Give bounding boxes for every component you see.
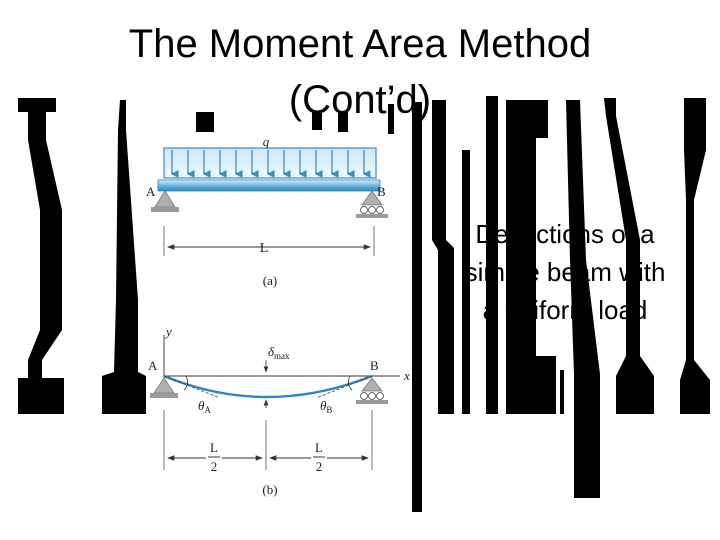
slope-line-b	[315, 375, 373, 399]
caption-line-3: a uniform load	[482, 295, 648, 325]
deflection-curve	[163, 374, 373, 399]
distributed-load-band	[163, 147, 377, 179]
load-label: q	[263, 134, 270, 149]
support-label-a: A	[146, 184, 156, 199]
part-label-a: (a)	[263, 273, 277, 288]
half-span-right-numerator: L	[315, 440, 323, 455]
pin-support-a-b	[153, 377, 175, 394]
theta-b-subscript: B	[326, 405, 332, 415]
roller-support-b-b	[361, 377, 383, 392]
delta-max-label: δmax	[268, 344, 290, 361]
caption-line-1: Deflections of a	[475, 219, 655, 249]
half-span-left-numerator: L	[210, 440, 218, 455]
delta-symbol: δ	[268, 344, 275, 359]
slide-title-line-2: (Cont’d)	[288, 78, 432, 122]
support-label-b-b: B	[370, 358, 379, 373]
figure-b: y x A B δmax	[148, 324, 410, 497]
roller-wheels	[360, 206, 384, 214]
delta-subscript: max	[274, 351, 290, 361]
beam-a	[157, 179, 381, 192]
span-label: L	[260, 241, 269, 256]
load-arrows	[170, 150, 371, 178]
theta-a-subscript: A	[204, 405, 211, 415]
support-label-b: B	[377, 184, 386, 199]
roller-support-b	[361, 190, 383, 206]
figure-a: q A B L (a)	[146, 134, 388, 288]
part-label-b: (b)	[262, 482, 277, 497]
support-label-a-b: A	[148, 358, 158, 373]
caption-line-2: simple beam with	[464, 257, 666, 287]
half-span-left-denominator: 2	[211, 459, 218, 474]
x-axis-label: x	[403, 368, 410, 383]
pin-support-a	[154, 190, 176, 208]
theta-a-symbol: θ	[198, 398, 205, 413]
slide-title-line-1: The Moment Area Method	[128, 22, 592, 66]
slope-line-a	[163, 375, 221, 399]
half-span-right-denominator: 2	[316, 459, 323, 474]
theta-b-symbol: θ	[320, 398, 327, 413]
theta-b-label: θB	[320, 398, 332, 415]
y-axis-label: y	[164, 324, 172, 339]
theta-a-label: θA	[198, 398, 211, 415]
